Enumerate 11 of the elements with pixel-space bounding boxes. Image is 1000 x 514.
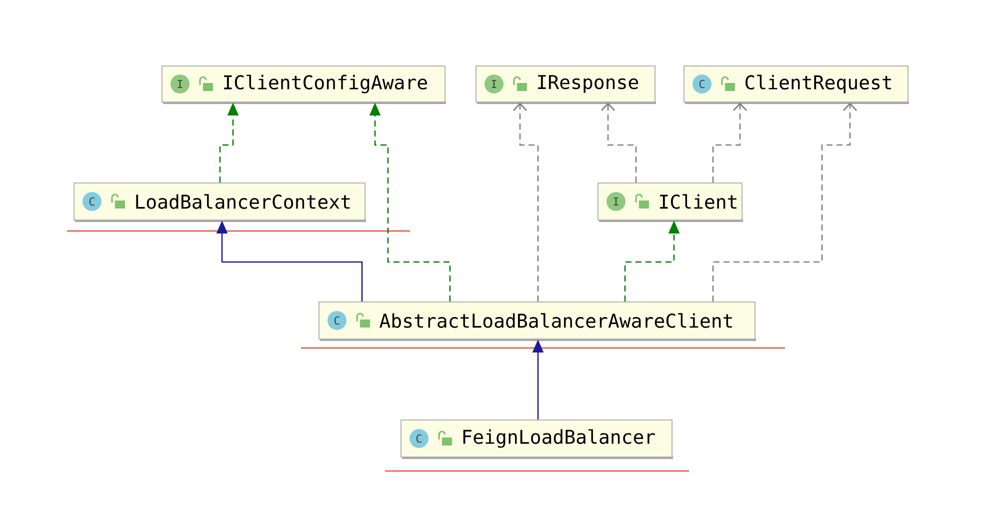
type-badge: I (484, 74, 504, 94)
type-badge: C (328, 311, 346, 330)
arrow (712, 102, 858, 302)
type-badge: C (82, 192, 102, 211)
arrow (513, 102, 539, 302)
type-badge: I (606, 192, 626, 211)
type-badge: C (692, 74, 712, 94)
arrow (712, 102, 748, 182)
type-badge: C (410, 429, 428, 448)
type-badge: I (170, 74, 190, 94)
arrow (601, 102, 637, 182)
